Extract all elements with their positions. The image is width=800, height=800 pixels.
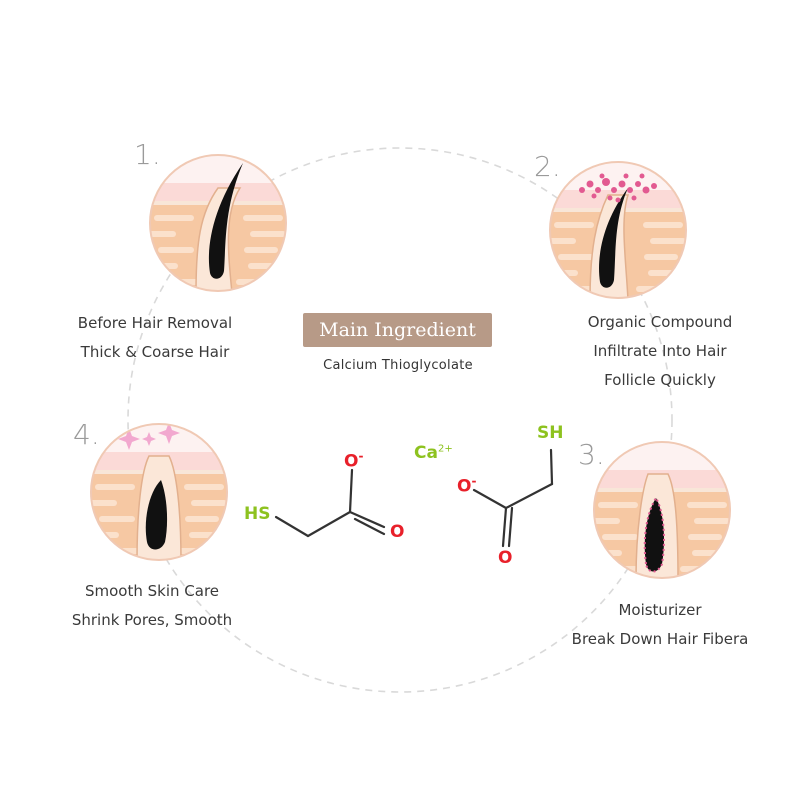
calcium-ion: Ca2+	[414, 443, 453, 463]
left-oxygen-anion: O-	[344, 449, 364, 472]
step-3-skin-illustration	[593, 441, 731, 579]
step-2-skin-illustration	[549, 161, 687, 299]
step-4-number: 4.	[73, 418, 100, 451]
step-1-caption: Before Hair Removal Thick & Coarse Hair	[77, 314, 233, 361]
hair-dissolving-icon	[643, 496, 665, 573]
step-3-number: 3.	[578, 438, 605, 471]
left-carbonyl-oxygen: O	[390, 522, 405, 542]
sparkle-icon	[118, 424, 180, 450]
step-4-caption: Smooth Skin Care Shrink Pores, Smooth	[71, 582, 233, 629]
step-1-skin-illustration	[149, 154, 287, 292]
hair-stub-icon	[145, 480, 168, 550]
step-1-number: 1.	[134, 138, 161, 171]
compound-particles-icon	[579, 173, 657, 203]
left-thiol-group: HS	[244, 504, 271, 524]
right-carbonyl-oxygen: O	[498, 548, 513, 568]
right-thiol-group: SH	[537, 423, 564, 443]
step-2-caption: Organic Compound Infiltrate Into Hair Fo…	[587, 313, 733, 389]
right-oxygen-anion: O-	[457, 474, 477, 497]
ingredient-name: Calcium Thioglycolate	[323, 358, 473, 373]
step-2-number: 2.	[534, 150, 561, 183]
step-3-caption: Moisturizer Break Down Hair Fibera	[571, 601, 749, 648]
main-ingredient-badge: Main Ingredient	[303, 313, 492, 347]
hair-strand-icon	[599, 188, 628, 288]
step-4-skin-illustration	[90, 423, 228, 561]
hair-strand-icon	[208, 163, 243, 279]
